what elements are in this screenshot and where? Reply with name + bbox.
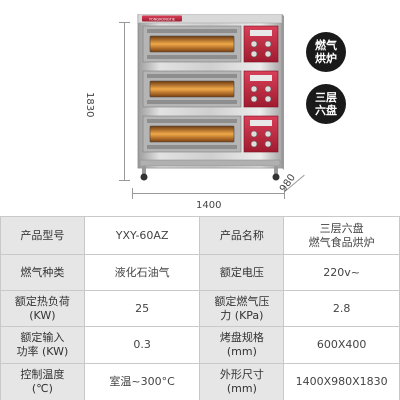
spec-label: 额定热负荷 (KW) — [0, 290, 85, 327]
product-image-area: 1830 1400 980 — [84, 14, 346, 211]
spec-label: 燃气种类 — [0, 254, 85, 291]
spec-label: 烤盘规格 (mm) — [199, 326, 285, 364]
table-row: 额定热负荷 (KW) 25 额定燃气压 力 (KPa) 2.8 — [0, 290, 400, 327]
oven-leg-right — [274, 166, 278, 174]
badge-gas-oven: 燃气 烘炉 — [306, 32, 346, 72]
table-row: 产品型号 YXY-60AZ 产品名称 三层六盘 燃气食品烘炉 — [0, 216, 400, 255]
height-dimension-line — [124, 22, 125, 180]
spec-value: YXY-60AZ — [83, 216, 201, 255]
oven-deck-1 — [142, 25, 242, 63]
width-dimension-label: 1400 — [196, 200, 222, 211]
spec-value: 0.3 — [83, 326, 201, 364]
spec-label: 控制温度 (℃) — [0, 363, 85, 400]
oven-control-panel-3 — [243, 115, 279, 153]
table-row: 控制温度 (℃) 室温~300°C 外形尺寸 (mm) 1400X980X183… — [0, 363, 400, 400]
spec-value: 2.8 — [283, 290, 400, 327]
oven-wheel-right — [272, 173, 280, 181]
spec-value: 220v~ — [283, 254, 400, 291]
spec-table: 产品型号 YXY-60AZ 产品名称 三层六盘 燃气食品烘炉 燃气种类 液化石油… — [0, 216, 400, 400]
oven-deck-3 — [142, 115, 242, 153]
spec-value: 室温~300°C — [83, 363, 201, 400]
spec-label: 外形尺寸 (mm) — [199, 363, 285, 400]
oven-leg-left — [142, 166, 146, 174]
spec-value: 三层六盘 燃气食品烘炉 — [283, 216, 400, 255]
oven-illustration: YONGKONGTIE — [137, 14, 284, 181]
spec-label: 额定燃气压 力 (KPa) — [199, 290, 285, 327]
oven-stand — [139, 159, 281, 167]
spec-value: 液化石油气 — [83, 254, 201, 291]
spec-value: 25 — [83, 290, 201, 327]
height-dimension-cap-bottom — [119, 180, 130, 181]
oven-top-strip — [137, 14, 283, 24]
spec-label: 额定电压 — [199, 254, 285, 291]
table-row: 额定输入 功率 (KW) 0.3 烤盘规格 (mm) 600X400 — [0, 326, 400, 364]
oven-logo-plate — [142, 15, 182, 22]
spec-label: 额定输入 功率 (KW) — [0, 326, 85, 364]
height-dimension-label: 1830 — [84, 92, 95, 118]
oven-brand-logo: YONGKONGTIE — [149, 17, 176, 21]
table-row: 燃气种类 液化石油气 额定电压 220v~ — [0, 254, 400, 291]
spec-value: 600X400 — [283, 326, 400, 364]
width-dimension-cap-left — [132, 188, 133, 199]
oven-wheel-left — [140, 173, 148, 181]
spec-label: 产品型号 — [0, 216, 85, 255]
oven-side — [282, 14, 284, 170]
height-dimension-cap-top — [119, 22, 130, 23]
oven-deck-2 — [142, 70, 242, 108]
badge-three-decks: 三层 六盘 — [306, 84, 346, 124]
width-dimension-cap-right — [284, 188, 285, 199]
oven-control-panel-2 — [243, 70, 279, 108]
spec-label: 产品名称 — [199, 216, 285, 255]
spec-value: 1400X980X1830 — [283, 363, 400, 400]
oven-control-panel-1 — [243, 25, 279, 63]
width-dimension-line — [132, 193, 284, 194]
